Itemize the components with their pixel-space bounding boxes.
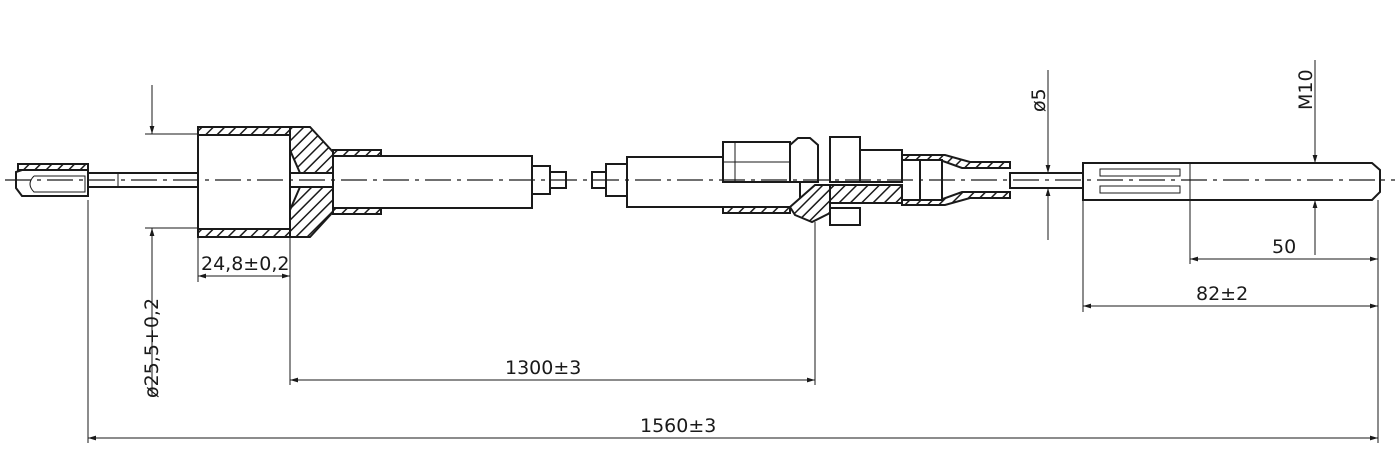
dim-overall-length: 1560±3 (87, 200, 1379, 443)
dim-thread-size: M10 (1295, 60, 1318, 255)
adjuster-assembly (591, 136, 1011, 226)
dim-text-sleeve-diameter: ø25,5+0,2 (141, 298, 163, 398)
dim-text-thread-length: 50 (1272, 236, 1296, 258)
threaded-end (1082, 162, 1381, 201)
dim-text-thread-size: M10 (1295, 69, 1317, 110)
dim-text-cable-diameter: ø5 (1028, 88, 1050, 112)
left-sleeve (197, 126, 567, 238)
dim-text-overall-length: 1560±3 (640, 415, 716, 437)
dim-cable-diameter: ø5 (1028, 70, 1051, 240)
dim-thread-length: 50 (1189, 200, 1378, 264)
dim-sleeve-diameter: ø25,5+0,2 (141, 85, 198, 398)
dim-inner-length: 1300±3 (290, 222, 816, 385)
dim-sleeve-length: 24,8±0,2 (197, 237, 291, 385)
dim-text-sleeve-length: 24,8±0,2 (201, 253, 289, 275)
dim-end-length: 82±2 (1082, 200, 1378, 312)
left-eyelet (15, 163, 89, 197)
dim-text-end-length: 82±2 (1196, 283, 1248, 305)
dim-text-inner-length: 1300±3 (505, 357, 581, 379)
